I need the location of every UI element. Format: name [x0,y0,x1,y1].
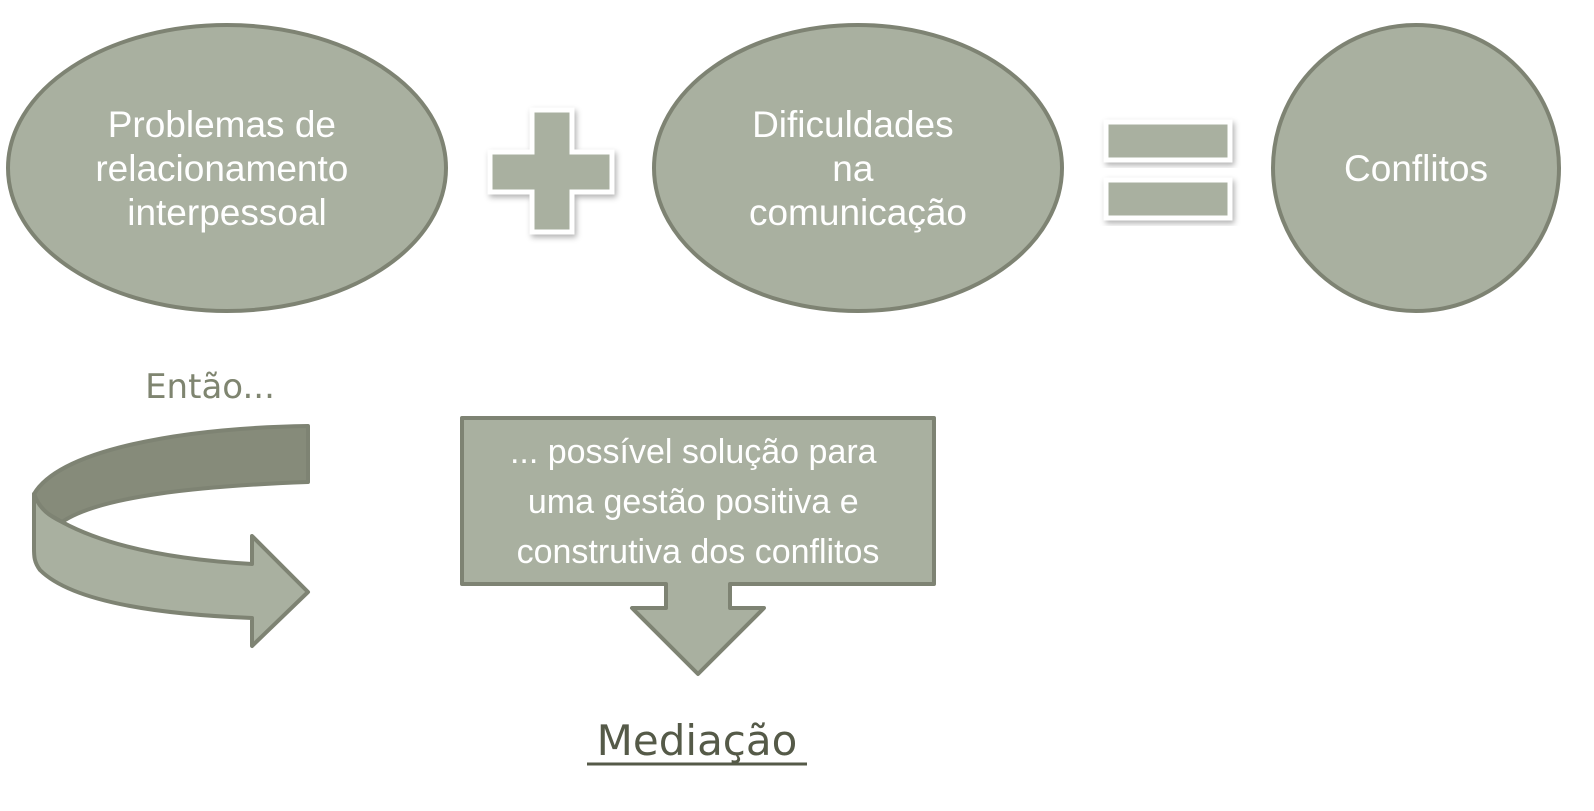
difficulty-text: Dificuldades na comunicação [749,104,967,233]
problem-ellipse: Problemas de relacionamento interpessoal [6,23,448,313]
u-turn-arrow-icon [32,424,310,648]
problem-text: Problemas de relacionamento interpessoal [95,104,358,233]
conflicts-text: Conflitos [1344,148,1488,189]
mediation-title: Mediação [597,716,798,765]
plus-icon [487,107,615,235]
solution-callout: ... possível solução para uma gestão pos… [460,416,936,676]
then-label: Então... [145,367,275,407]
difficulty-ellipse: Dificuldades na comunicação [652,23,1064,313]
conflicts-circle: Conflitos [1271,23,1561,313]
equals-icon [1103,119,1233,221]
solution-text: ... possível solução para uma gestão pos… [510,433,886,571]
